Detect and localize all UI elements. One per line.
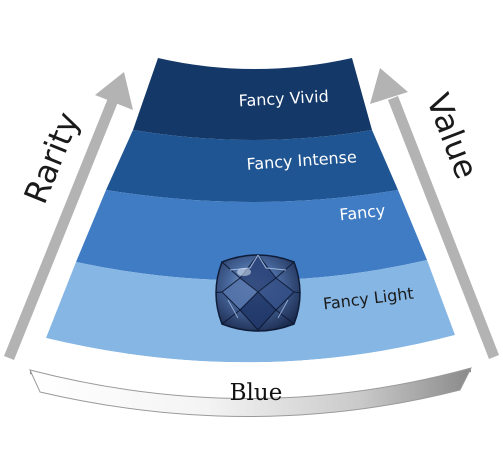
value-arrow-head — [370, 68, 408, 104]
band-label-fancy: Fancy — [339, 201, 387, 225]
band-label-fancy-vivid: Fancy Vivid — [238, 87, 329, 111]
band-fancy — [76, 190, 427, 281]
base-label: Blue — [230, 380, 283, 406]
value-arrow-shaft — [388, 96, 499, 359]
base-gradient-strip — [29, 367, 472, 417]
value-axis-label: Value — [419, 88, 486, 184]
diamond-icon — [215, 254, 301, 332]
base-band — [30, 335, 471, 399]
rarity-arrow — [4, 72, 133, 360]
rarity-arrow-shaft — [4, 98, 118, 360]
value-arrow — [370, 68, 499, 359]
rarity-arrow-head — [95, 72, 133, 110]
band-fancy-vivid — [133, 58, 372, 140]
band-fancy-intense — [106, 130, 398, 202]
